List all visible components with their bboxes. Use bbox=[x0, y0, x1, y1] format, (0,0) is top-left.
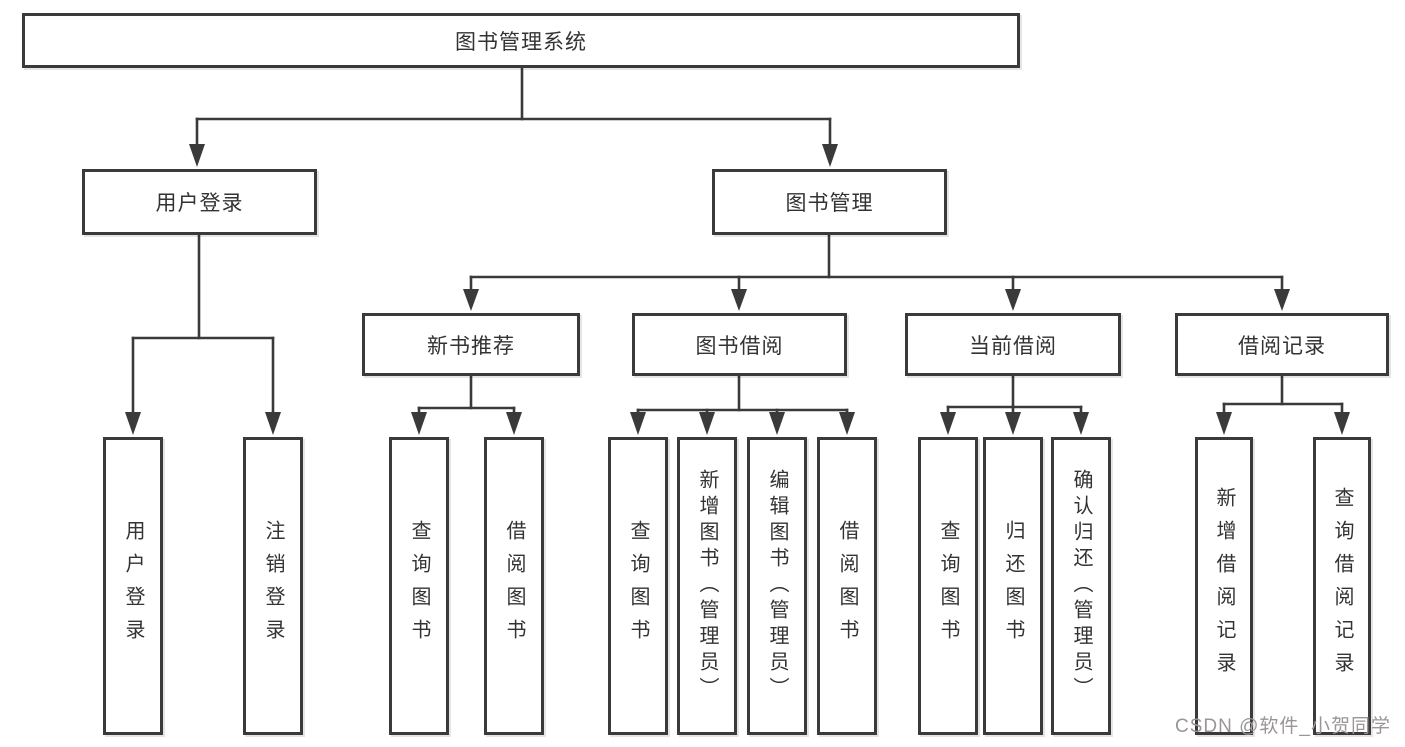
leaf-query-book-borrow: 查询图书 bbox=[608, 437, 668, 735]
node-label: 新书推荐 bbox=[427, 334, 515, 358]
connector-current-borrow-branch bbox=[940, 374, 1089, 435]
leaf-label: 查询借阅记录 bbox=[1331, 487, 1353, 685]
leaf-label: 确认归还（管理员） bbox=[1070, 469, 1092, 703]
leaf-label: 借阅图书 bbox=[503, 520, 525, 652]
connector-borrow-record-branch bbox=[1216, 374, 1350, 435]
leaf-label: 查询图书 bbox=[937, 520, 959, 652]
node-book-borrow: 图书借阅 bbox=[632, 313, 847, 376]
node-label: 借阅记录 bbox=[1238, 334, 1326, 358]
leaf-label: 新增借阅记录 bbox=[1213, 487, 1235, 685]
leaf-borrow-book: 借阅图书 bbox=[817, 437, 877, 735]
leaf-return-book: 归还图书 bbox=[983, 437, 1043, 735]
leaf-label: 新增图书（管理员） bbox=[696, 469, 718, 703]
node-current-borrow: 当前借阅 bbox=[905, 313, 1121, 376]
leaf-label: 查询图书 bbox=[408, 520, 430, 652]
leaf-label: 编辑图书（管理员） bbox=[766, 469, 788, 703]
leaf-edit-book-admin: 编辑图书（管理员） bbox=[747, 437, 807, 735]
node-label: 图书管理 bbox=[785, 192, 874, 215]
node-root-library-system: 图书管理系统 bbox=[22, 13, 1020, 68]
node-user-login: 用户登录 bbox=[82, 169, 317, 235]
leaf-confirm-return-admin: 确认归还（管理员） bbox=[1051, 437, 1111, 735]
connector-book-borrow-branch bbox=[630, 374, 855, 435]
connector-user-login-branch bbox=[125, 233, 281, 435]
leaf-label: 查询图书 bbox=[627, 520, 649, 652]
node-book-management: 图书管理 bbox=[712, 169, 947, 235]
connector-new-book-branch bbox=[411, 374, 522, 435]
leaf-label: 用户登录 bbox=[122, 520, 144, 652]
leaf-add-book-admin: 新增图书（管理员） bbox=[677, 437, 737, 735]
connector-root-to-level1 bbox=[189, 66, 838, 167]
csdn-watermark: CSDN @软件_小贺同学 bbox=[1175, 716, 1391, 737]
leaf-query-book-current: 查询图书 bbox=[918, 437, 978, 735]
node-label: 用户登录 bbox=[155, 192, 244, 215]
node-label: 图书借阅 bbox=[695, 334, 784, 358]
node-new-book-recommend: 新书推荐 bbox=[362, 313, 580, 376]
node-label: 当前借阅 bbox=[969, 334, 1057, 358]
leaf-user-login: 用户登录 bbox=[103, 437, 163, 735]
leaf-query-borrow-record: 查询借阅记录 bbox=[1313, 437, 1371, 735]
leaf-logout: 注销登录 bbox=[243, 437, 303, 735]
leaf-label: 注销登录 bbox=[262, 520, 284, 652]
connector-book-management-to-level2 bbox=[463, 233, 1290, 311]
leaf-borrow-book-recommend: 借阅图书 bbox=[484, 437, 544, 735]
leaf-label: 借阅图书 bbox=[836, 520, 858, 652]
leaf-add-borrow-record: 新增借阅记录 bbox=[1195, 437, 1253, 735]
leaf-query-book-recommend: 查询图书 bbox=[389, 437, 449, 735]
node-label: 图书管理系统 bbox=[455, 30, 587, 54]
node-borrow-record: 借阅记录 bbox=[1175, 313, 1389, 376]
leaf-label: 归还图书 bbox=[1002, 520, 1024, 652]
